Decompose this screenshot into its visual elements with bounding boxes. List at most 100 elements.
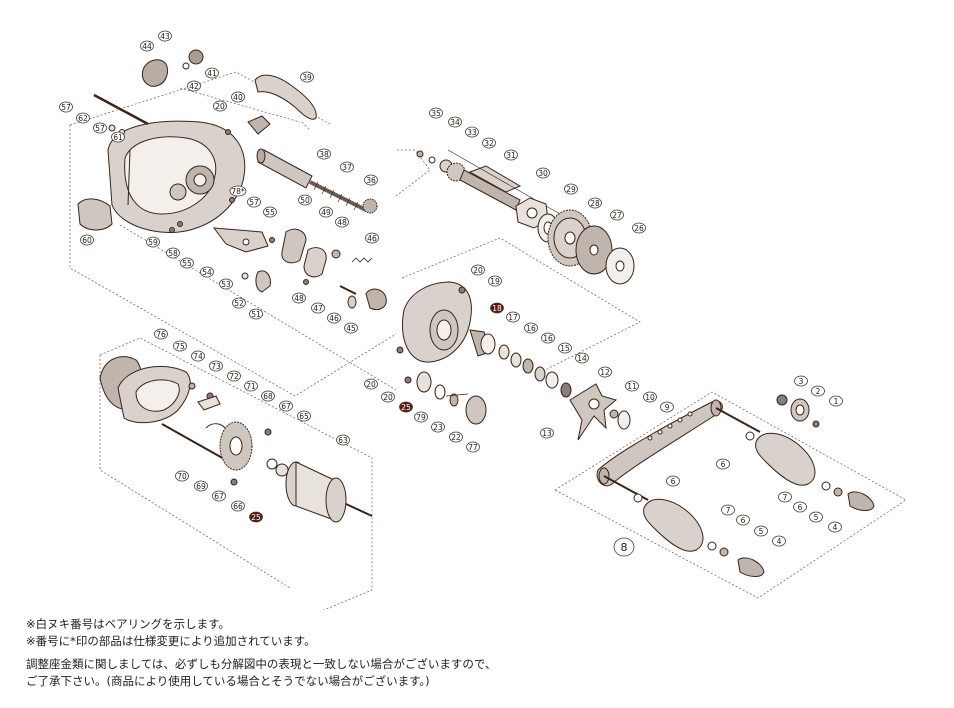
part-label-53: 53 (219, 278, 233, 290)
part-label-bubble (466, 441, 480, 453)
part-label-number: 7 (726, 506, 731, 515)
part-label-number: 49 (321, 208, 331, 217)
part-label-61: 61 (111, 131, 125, 143)
part-label-bubble (173, 340, 187, 352)
part-label-15: 15 (558, 342, 572, 354)
part-label-number: 15 (560, 344, 570, 353)
part-label-number: 5 (759, 527, 764, 536)
part-label-bubble (247, 196, 261, 208)
part-label-75: 75 (173, 340, 187, 352)
part-label-27: 27 (610, 209, 624, 221)
part-label-number: 16 (543, 334, 553, 343)
part-label-number: 25 (251, 513, 261, 522)
part-label-33: 33 (465, 126, 479, 138)
part-label-bubble (249, 308, 263, 320)
part-label-bubble (344, 322, 358, 334)
part-label-bubble (610, 209, 624, 221)
part-label-number: 40 (233, 93, 243, 102)
part-label-bubble (187, 80, 201, 92)
part-label-number: 63 (338, 436, 348, 445)
part-label-9: 9 (660, 401, 674, 413)
part-label-bubble (471, 264, 485, 276)
part-label-bubble (541, 332, 555, 344)
part-label-36: 36 (364, 174, 378, 186)
part-label-bubble (588, 197, 602, 209)
part-label-55: 55 (263, 206, 277, 218)
part-label-number: 22 (451, 433, 461, 442)
part-label-bubble (666, 475, 680, 487)
part-label-bubble (736, 514, 750, 526)
part-label-19: 19 (488, 275, 502, 287)
part-label-bubble (180, 257, 194, 269)
part-label-43: 43 (158, 30, 172, 42)
part-label-number: 14 (577, 354, 587, 363)
part-label-bubble (449, 431, 463, 443)
part-label-number: 20 (473, 266, 483, 275)
part-label-number: 25 (401, 403, 411, 412)
part-label-number: 76 (156, 330, 166, 339)
part-label-number: 75 (175, 342, 185, 351)
part-label-66: 66 (231, 500, 245, 512)
part-label-4: 4 (772, 535, 786, 547)
part-label-bubble (194, 480, 208, 492)
part-label-79: 79 (414, 411, 428, 423)
part-label-bubble (212, 490, 226, 502)
part-label-number: 77 (468, 443, 478, 452)
part-label-number: 72 (229, 372, 239, 381)
part-label-number: 6 (798, 503, 803, 512)
part-label-number: 47 (313, 304, 323, 313)
part-label-number: 18 (492, 304, 502, 313)
note-spec-change: ※番号に*印の部品は仕様変更により追加されています。 (26, 634, 316, 648)
part-label-6: 6 (736, 514, 750, 526)
diagram-notes: ※白ヌキ番号はベアリングを示します。 ※番号に*印の部品は仕様変更により追加され… (26, 616, 926, 690)
exploded-parts-diagram: 444341423940205762576138373678*575550494… (59, 30, 907, 610)
part-label-number: 57 (61, 103, 71, 112)
part-label-1: 1 (829, 395, 843, 407)
part-label-bubble (166, 247, 180, 259)
part-label-bubble (794, 375, 808, 387)
part-label-bubble (504, 149, 518, 161)
part-label-bubble (558, 342, 572, 354)
part-label-8: 8 (613, 537, 635, 557)
part-label-bubble (209, 360, 223, 372)
part-label-bubble (175, 470, 189, 482)
note-shim-line2: ご了承下さい。(商品により使用している場合とそうでない場合がございます。) (26, 674, 430, 688)
part-label-number: 45 (346, 324, 356, 333)
part-label-30: 30 (536, 167, 550, 179)
part-label-bubble (93, 122, 107, 134)
part-label-number: 36 (366, 176, 376, 185)
part-label-bubble (232, 297, 246, 309)
part-label-bubble (200, 266, 214, 278)
part-label-number: 23 (433, 423, 443, 432)
part-label-4: 4 (828, 521, 842, 533)
note-shim-line1: 調整座金類に関しましては、必ずしも分解図中の表現と一致しない場合がございますので… (26, 657, 497, 671)
part-label-31: 31 (504, 149, 518, 161)
part-label-number: 67 (214, 492, 224, 501)
part-label-bubble (524, 322, 538, 334)
part-label-number: 5 (814, 513, 819, 522)
part-label-number: 62 (78, 114, 88, 123)
part-label-23: 23 (431, 421, 445, 433)
part-label-bubble (213, 100, 227, 112)
part-label-number: 12 (600, 368, 610, 377)
part-label-number: 57 (95, 124, 105, 133)
part-label-16: 16 (524, 322, 538, 334)
part-label-40: 40 (231, 91, 245, 103)
part-label-bubble (829, 395, 843, 407)
part-label-32: 32 (482, 137, 496, 149)
part-label-bubble (279, 400, 293, 412)
part-label-bubble (140, 40, 154, 52)
part-label-number: 2 (816, 387, 821, 396)
part-label-26: 26 (632, 222, 646, 234)
part-label-bubble (111, 131, 125, 143)
part-label-number: 60 (82, 236, 92, 245)
part-label-45: 45 (344, 322, 358, 334)
part-label-34: 34 (448, 116, 462, 128)
part-label-3: 3 (794, 375, 808, 387)
part-label-bubble (772, 535, 786, 547)
part-label-bubble (365, 232, 379, 244)
part-label-29: 29 (564, 183, 578, 195)
part-label-bubble (828, 521, 842, 533)
part-label-number: 8 (621, 541, 628, 554)
left-side-plate (107, 120, 246, 233)
